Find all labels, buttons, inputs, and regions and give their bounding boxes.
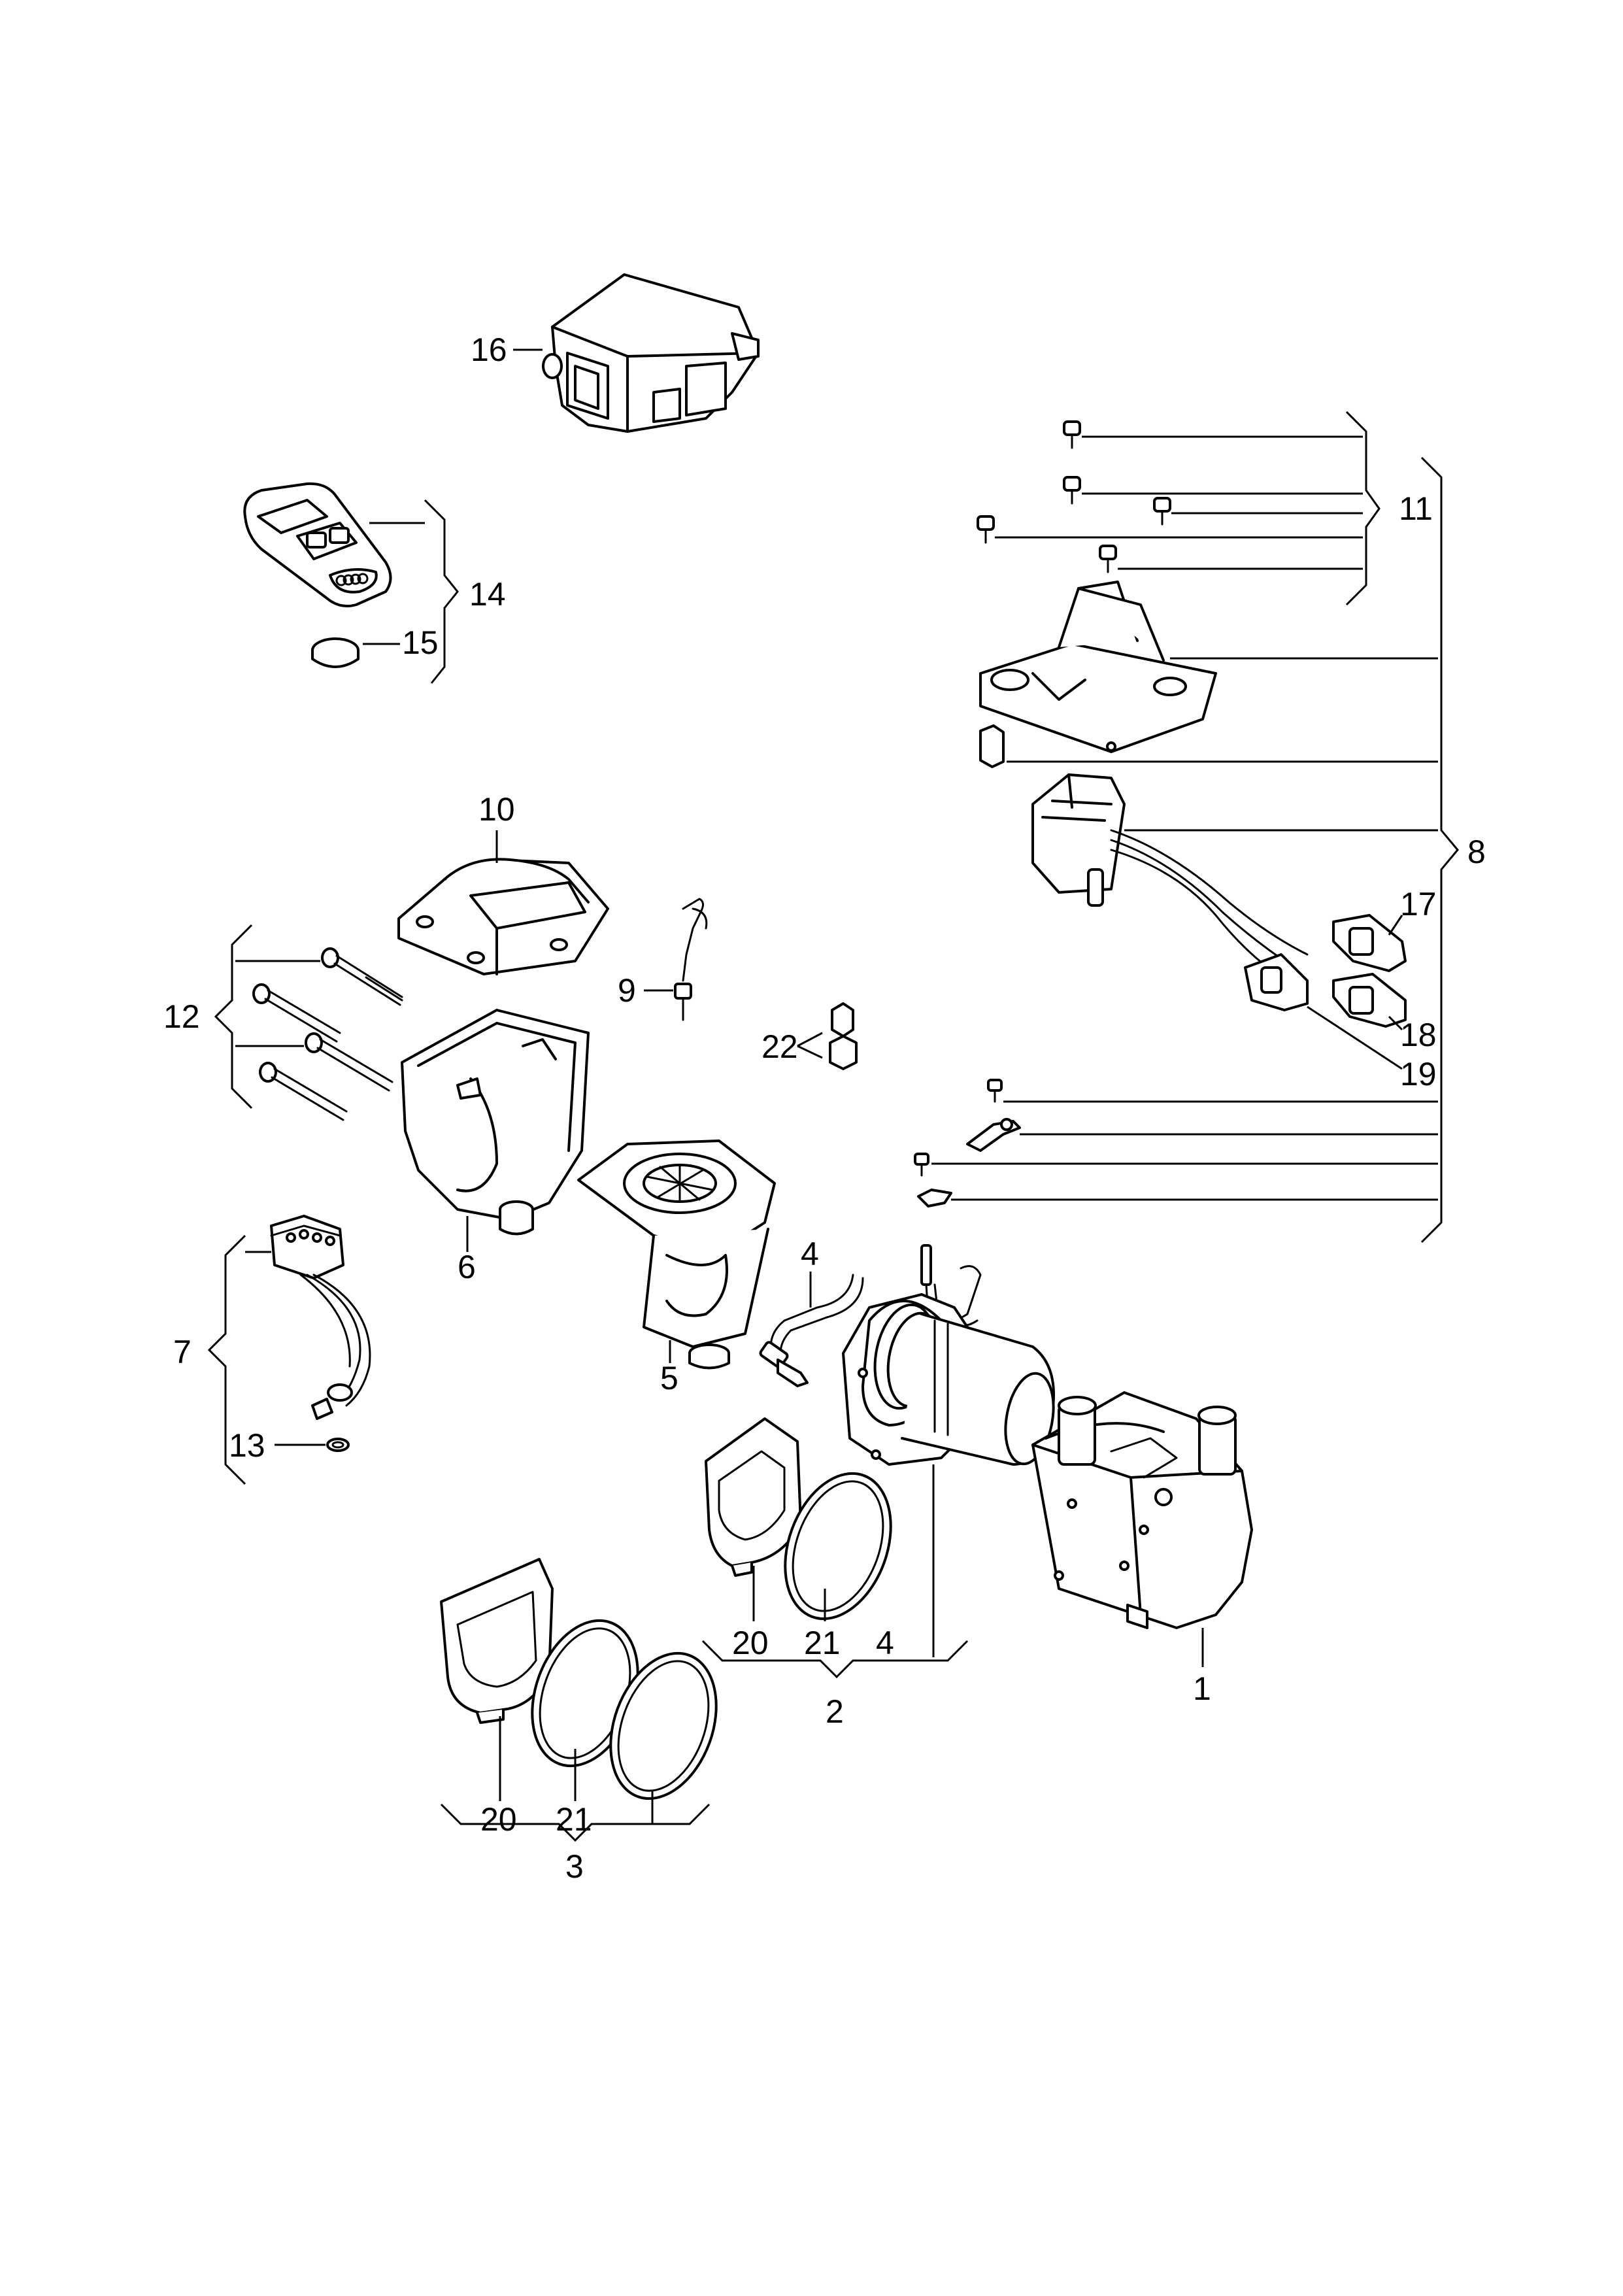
part-8-pump-holder[interactable] xyxy=(979,581,1217,753)
part-1-heat-exchanger[interactable] xyxy=(1031,1391,1253,1629)
callout-14: 14 xyxy=(469,576,506,613)
part-8-clip[interactable] xyxy=(979,724,1005,768)
part-5-burner-housing[interactable] xyxy=(577,1140,776,1370)
callout-13: 13 xyxy=(229,1427,265,1464)
part-20-gasket-a[interactable] xyxy=(705,1417,802,1577)
bracket-11 xyxy=(1345,411,1380,606)
bracket-14 xyxy=(424,499,459,684)
callout-12: 12 xyxy=(163,998,200,1035)
callout-1: 1 xyxy=(1193,1670,1211,1707)
callout-8: 8 xyxy=(1467,834,1486,870)
leaders-12 xyxy=(235,960,320,1047)
leaders-11 xyxy=(995,435,1363,570)
callout-3: 3 xyxy=(565,1848,584,1885)
part-10-heater-control[interactable] xyxy=(397,858,609,975)
part-2-burner[interactable] xyxy=(842,1293,1060,1468)
callout-4a: 4 xyxy=(801,1236,819,1272)
callout-15: 15 xyxy=(402,624,439,661)
part-15-battery[interactable] xyxy=(311,637,360,668)
callout-21a: 21 xyxy=(804,1625,841,1661)
bracket-12 xyxy=(214,924,253,1109)
callout-2: 2 xyxy=(826,1693,844,1730)
callout-9: 9 xyxy=(618,972,636,1009)
callout-7: 7 xyxy=(173,1334,192,1370)
part-8-clamp-a[interactable] xyxy=(966,1118,1021,1152)
part-4-wire-left[interactable] xyxy=(759,1274,864,1387)
part-18-connector[interactable] xyxy=(1332,973,1407,1028)
part-8-screw-a[interactable] xyxy=(987,1079,1003,1103)
callout-22: 22 xyxy=(761,1028,798,1065)
leader-19 xyxy=(1307,1005,1403,1070)
leader-22 xyxy=(797,1032,823,1059)
part-9-sensor[interactable] xyxy=(674,898,708,1021)
callout-5: 5 xyxy=(660,1360,678,1396)
part-ring-c[interactable] xyxy=(592,1638,735,1813)
callout-6: 6 xyxy=(458,1249,476,1285)
part-8-screw-b[interactable] xyxy=(914,1153,929,1177)
bracket-2 xyxy=(701,1640,969,1679)
part-14-remote-key[interactable] xyxy=(243,482,392,607)
callout-16: 16 xyxy=(471,331,507,368)
leader-18 xyxy=(1388,1015,1403,1031)
part-8-metering-pump[interactable] xyxy=(1031,773,1309,969)
callout-19: 19 xyxy=(1400,1056,1437,1092)
part-12-bolts[interactable] xyxy=(252,947,403,1121)
callout-11: 11 xyxy=(1399,490,1433,527)
bracket-7 xyxy=(207,1234,246,1485)
part-21-ring-a[interactable] xyxy=(766,1459,910,1633)
part-11-screws[interactable] xyxy=(977,420,1171,573)
part-6-housing[interactable] xyxy=(401,1009,590,1236)
part-16-control-unit[interactable] xyxy=(542,273,760,433)
part-17-connector[interactable] xyxy=(1332,914,1407,972)
part-8-clamp-b[interactable] xyxy=(917,1189,952,1207)
callout-17: 17 xyxy=(1400,886,1437,922)
callout-21b: 21 xyxy=(556,1801,592,1838)
part-22-sleeve[interactable] xyxy=(829,1002,858,1070)
audi-rings-logo xyxy=(335,573,369,586)
leader-17 xyxy=(1388,915,1403,936)
part-7-harness[interactable] xyxy=(270,1215,371,1420)
bracket-8 xyxy=(1420,456,1459,1243)
callout-20a: 20 xyxy=(732,1625,769,1661)
bracket-3 xyxy=(440,1803,711,1842)
part-19-connector[interactable] xyxy=(1244,953,1309,1011)
callout-labels: 16 14 15 11 8 17 18 19 10 9 22 12 6 5 4 … xyxy=(163,331,1486,1885)
callout-18: 18 xyxy=(1400,1017,1437,1053)
callout-4b: 4 xyxy=(876,1625,894,1661)
part-13-oring[interactable] xyxy=(326,1438,350,1452)
callout-20b: 20 xyxy=(480,1801,517,1838)
callout-10: 10 xyxy=(478,791,515,828)
